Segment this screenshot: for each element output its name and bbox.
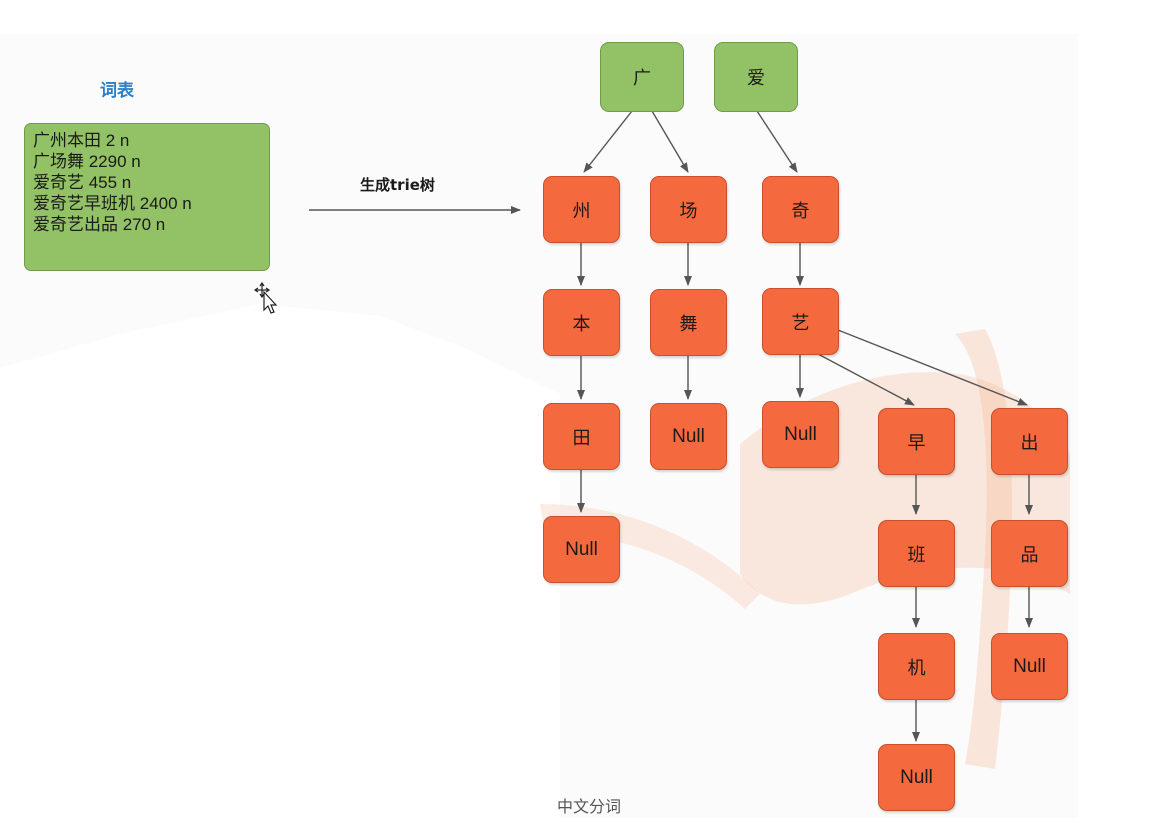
vocab-entry: 广场舞 2290 n [33, 152, 141, 171]
node-tian: 田 [543, 403, 620, 470]
node-null: Null [762, 401, 839, 468]
node-null: Null [878, 744, 955, 811]
root-node-guang: 广 [600, 42, 684, 112]
node-null: Null [543, 516, 620, 583]
node-ji: 机 [878, 633, 955, 700]
node-chang: 场 [650, 176, 727, 243]
node-chu: 出 [991, 408, 1068, 475]
vocab-entry: 广州本田 2 n [33, 131, 130, 150]
vocab-entry: 爱奇艺出品 270 n [33, 215, 166, 234]
node-zao: 早 [878, 408, 955, 475]
generate-trie-label: 生成trie树 [360, 176, 435, 194]
node-pin: 品 [991, 520, 1068, 587]
node-null: Null [991, 633, 1068, 700]
node-ban: 班 [878, 520, 955, 587]
vocab-entry: 爱奇艺 455 n [33, 173, 132, 192]
node-qi: 奇 [762, 176, 839, 243]
node-zhou: 州 [543, 176, 620, 243]
node-ben: 本 [543, 289, 620, 356]
node-null: Null [650, 403, 727, 470]
node-wu: 舞 [650, 289, 727, 356]
slide-caption: 中文分词 [557, 797, 622, 816]
node-yi: 艺 [762, 288, 839, 355]
vocab-list-box: 广州本田 2 n 广场舞 2290 n 爱奇艺 455 n 爱奇艺早班机 240… [24, 123, 270, 271]
vocab-entry: 爱奇艺早班机 2400 n [33, 194, 192, 213]
root-node-ai: 爱 [714, 42, 798, 112]
move-cursor-icon [253, 282, 278, 314]
vocab-title: 词表 [100, 81, 134, 101]
